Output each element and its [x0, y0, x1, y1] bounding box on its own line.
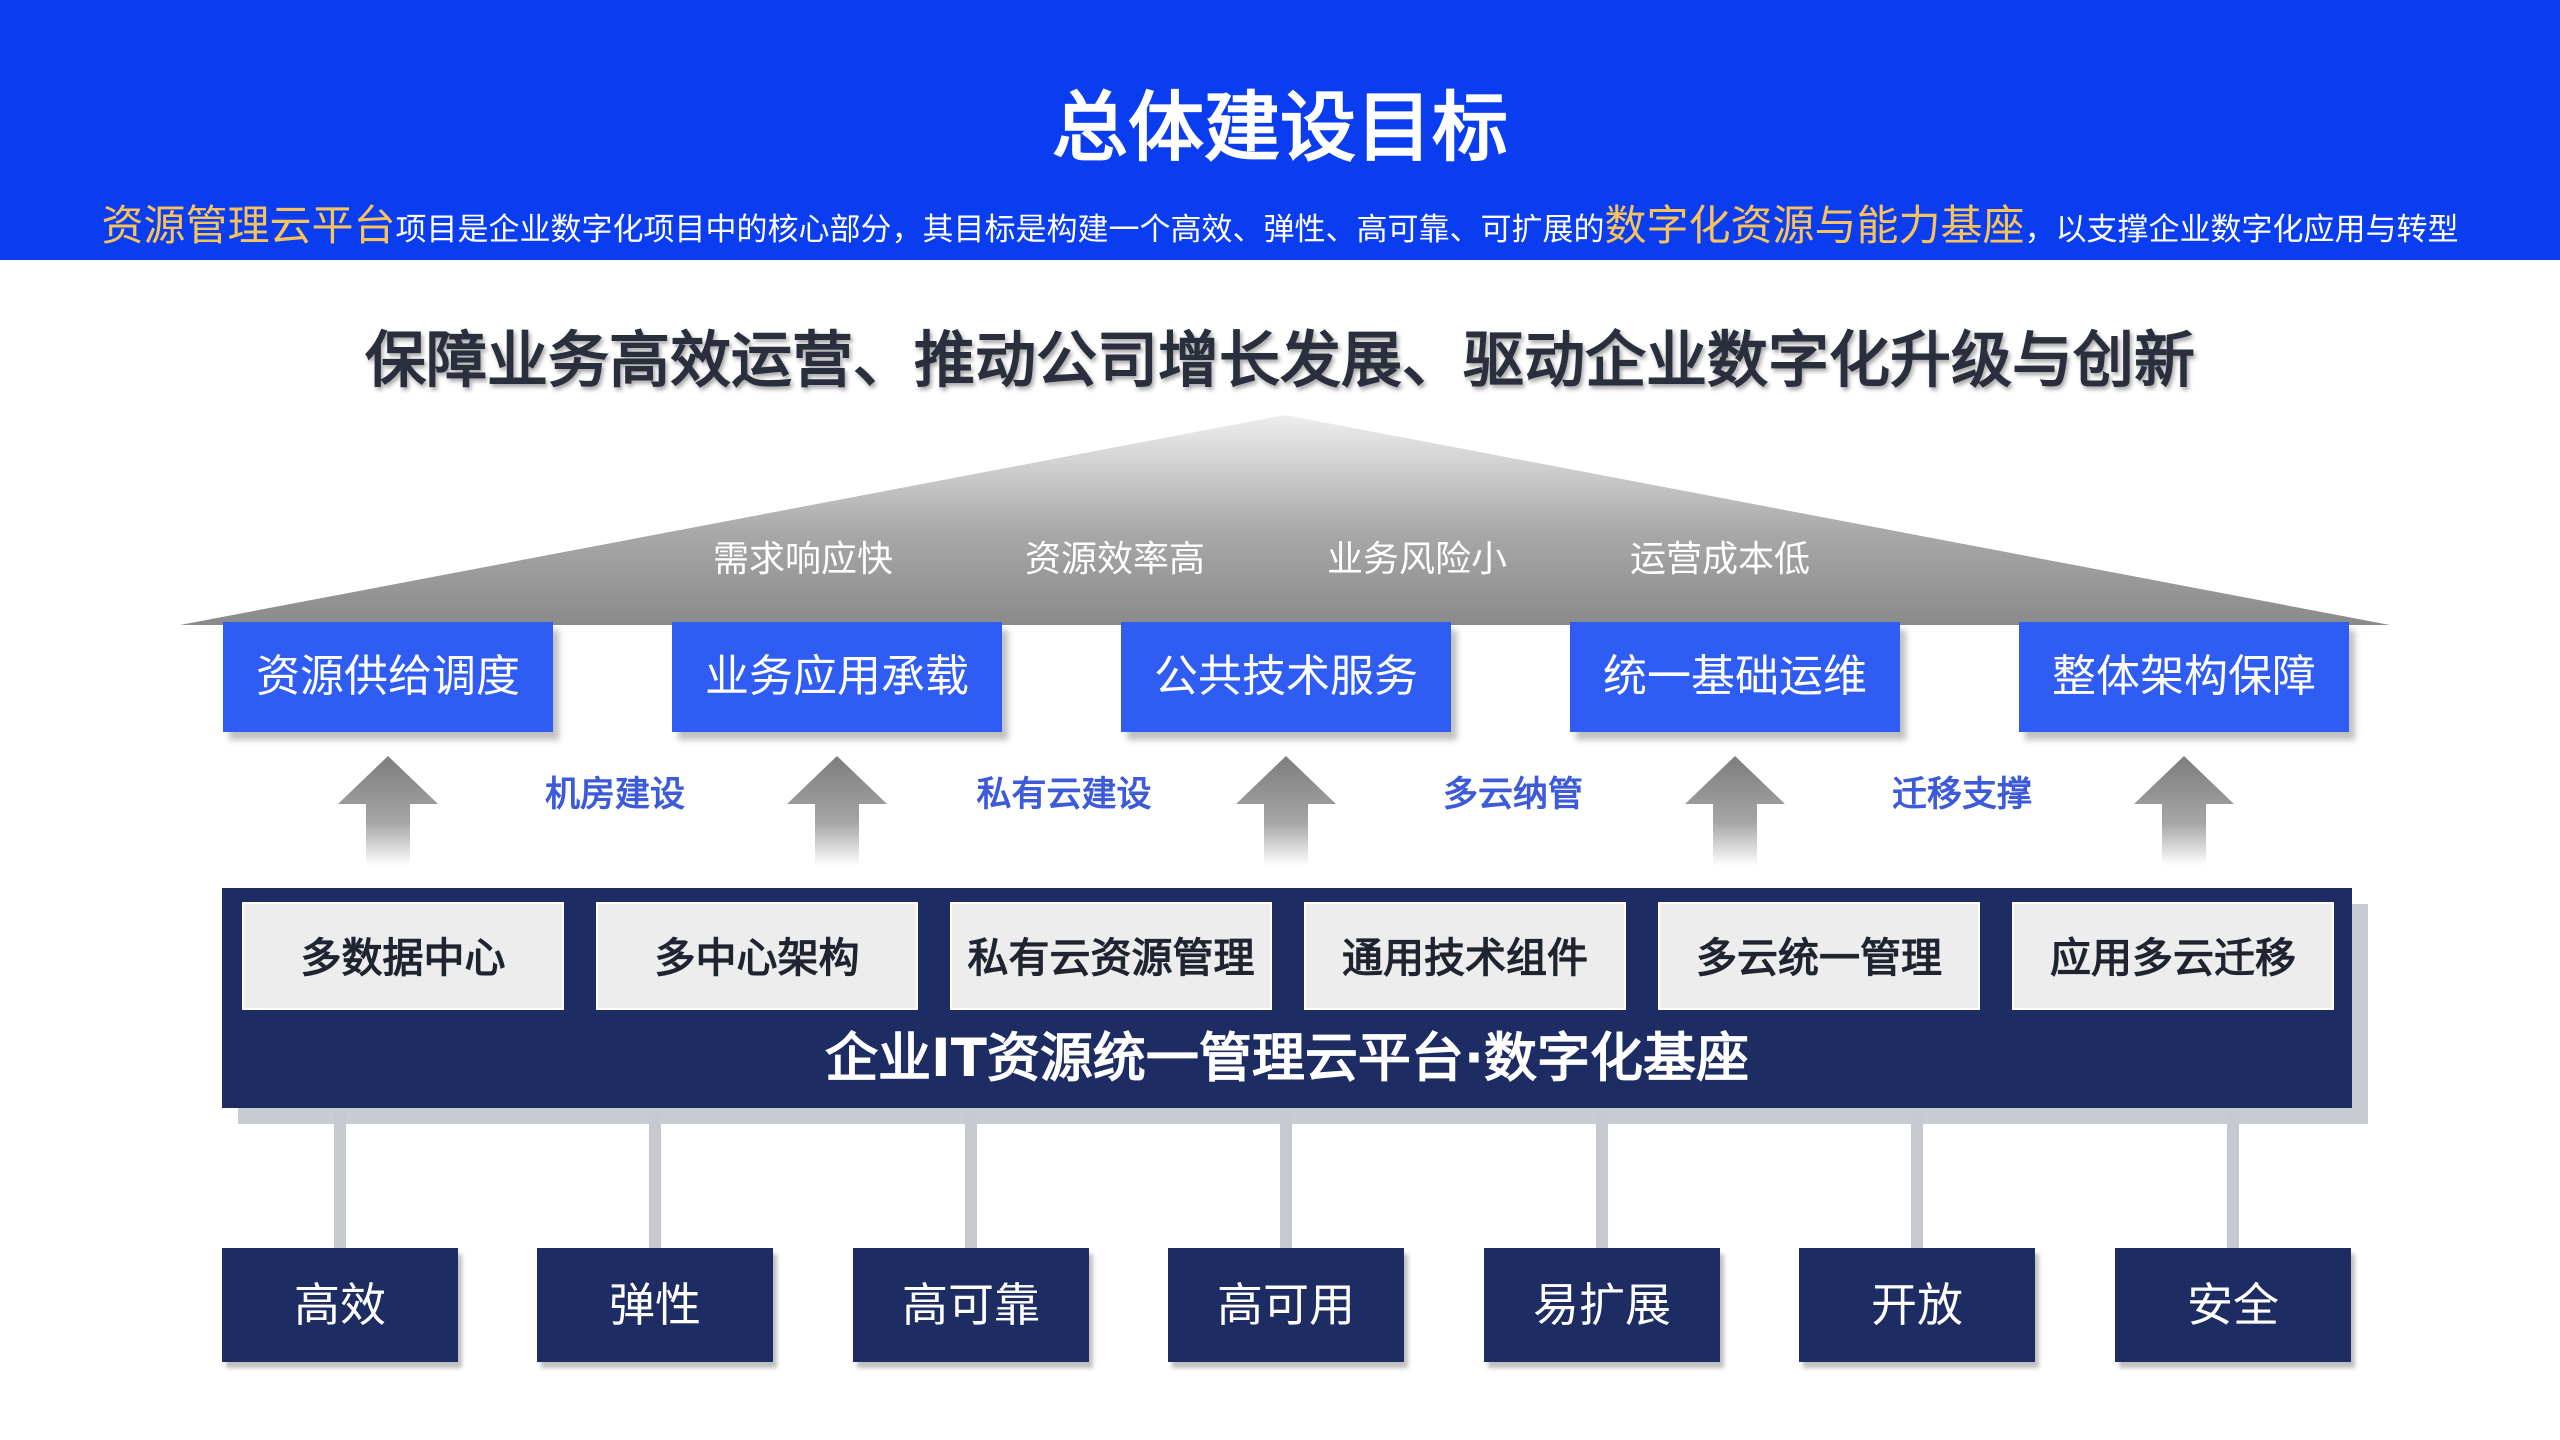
benefit-label-1: 需求响应快	[712, 539, 893, 580]
capability-resource-scheduling: 资源供给调度	[223, 622, 553, 732]
pillar-connector	[2227, 1110, 2239, 1250]
page-title: 总体建设目标	[1052, 83, 1508, 172]
roof-shape	[180, 415, 2390, 625]
up-arrow-icon	[1236, 756, 1336, 866]
up-arrow-icon	[2134, 756, 2234, 866]
platform-base: 多数据中心 多中心架构 私有云资源管理 通用技术组件 多云统一管理 应用多云迁移…	[222, 888, 2352, 1108]
module-multi-center-architecture: 多中心架构	[596, 902, 918, 1010]
attribute-open: 开放	[1799, 1248, 2035, 1362]
pillar-connector	[965, 1110, 977, 1250]
subtitle-highlight-platform: 资源管理云平台	[101, 201, 396, 250]
pillar-connector	[1911, 1110, 1923, 1250]
up-arrow-icon	[338, 756, 438, 866]
platform-name: 企业IT资源统一管理云平台·数字化基座	[824, 1028, 1749, 1089]
subtitle-text-1: 项目是企业数字化项目中的核心部分，其目标是构建一个高效、弹性、高可靠、可扩展的	[395, 212, 1605, 248]
pillar-connector	[1280, 1110, 1292, 1250]
subtitle-highlight-foundation: 数字化资源与能力基座	[1604, 201, 2025, 250]
arrow-label-migration: 迁移支撑	[1891, 775, 2032, 815]
benefit-label-2: 资源效率高	[1024, 539, 1205, 580]
attribute-secure: 安全	[2115, 1248, 2351, 1362]
capability-application-hosting: 业务应用承载	[672, 622, 1002, 732]
subtitle-text-2: ，以支撑企业数字化应用与转型	[2024, 212, 2459, 248]
header-banner: 总体建设目标 资源管理云平台项目是企业数字化项目中的核心部分，其目标是构建一个高…	[0, 0, 2560, 260]
up-arrow-icon	[1685, 756, 1785, 866]
attribute-reliable: 高可靠	[853, 1248, 1089, 1362]
arrow-label-multicloud: 多云纳管	[1442, 775, 1583, 815]
module-multi-datacenter: 多数据中心	[242, 902, 564, 1010]
pillar-connector	[334, 1110, 346, 1250]
attribute-available: 高可用	[1168, 1248, 1404, 1362]
attribute-elastic: 弹性	[537, 1248, 773, 1362]
module-private-cloud-management: 私有云资源管理	[950, 902, 1272, 1010]
capability-unified-ops: 统一基础运维	[1570, 622, 1900, 732]
up-arrow-icon	[787, 756, 887, 866]
module-multicloud-management: 多云统一管理	[1658, 902, 1980, 1010]
arrow-label-private-cloud: 私有云建设	[976, 775, 1152, 815]
module-common-components: 通用技术组件	[1304, 902, 1626, 1010]
attribute-scalable: 易扩展	[1484, 1248, 1720, 1362]
capability-architecture: 整体架构保障	[2019, 622, 2349, 732]
page-subtitle: 资源管理云平台项目是企业数字化项目中的核心部分，其目标是构建一个高效、弹性、高可…	[0, 196, 2560, 260]
arrow-label-datacenter: 机房建设	[544, 775, 685, 815]
module-app-migration: 应用多云迁移	[2012, 902, 2334, 1010]
benefit-label-4: 运营成本低	[1629, 539, 1810, 580]
pillar-connector	[649, 1110, 661, 1250]
mission-statement: 保障业务高效运营、推动公司增长发展、驱动企业数字化升级与创新	[364, 325, 2195, 396]
attribute-efficient: 高效	[222, 1248, 458, 1362]
benefit-label-3: 业务风险小	[1326, 539, 1507, 580]
pillar-connector	[1596, 1110, 1608, 1250]
capability-public-services: 公共技术服务	[1121, 622, 1451, 732]
